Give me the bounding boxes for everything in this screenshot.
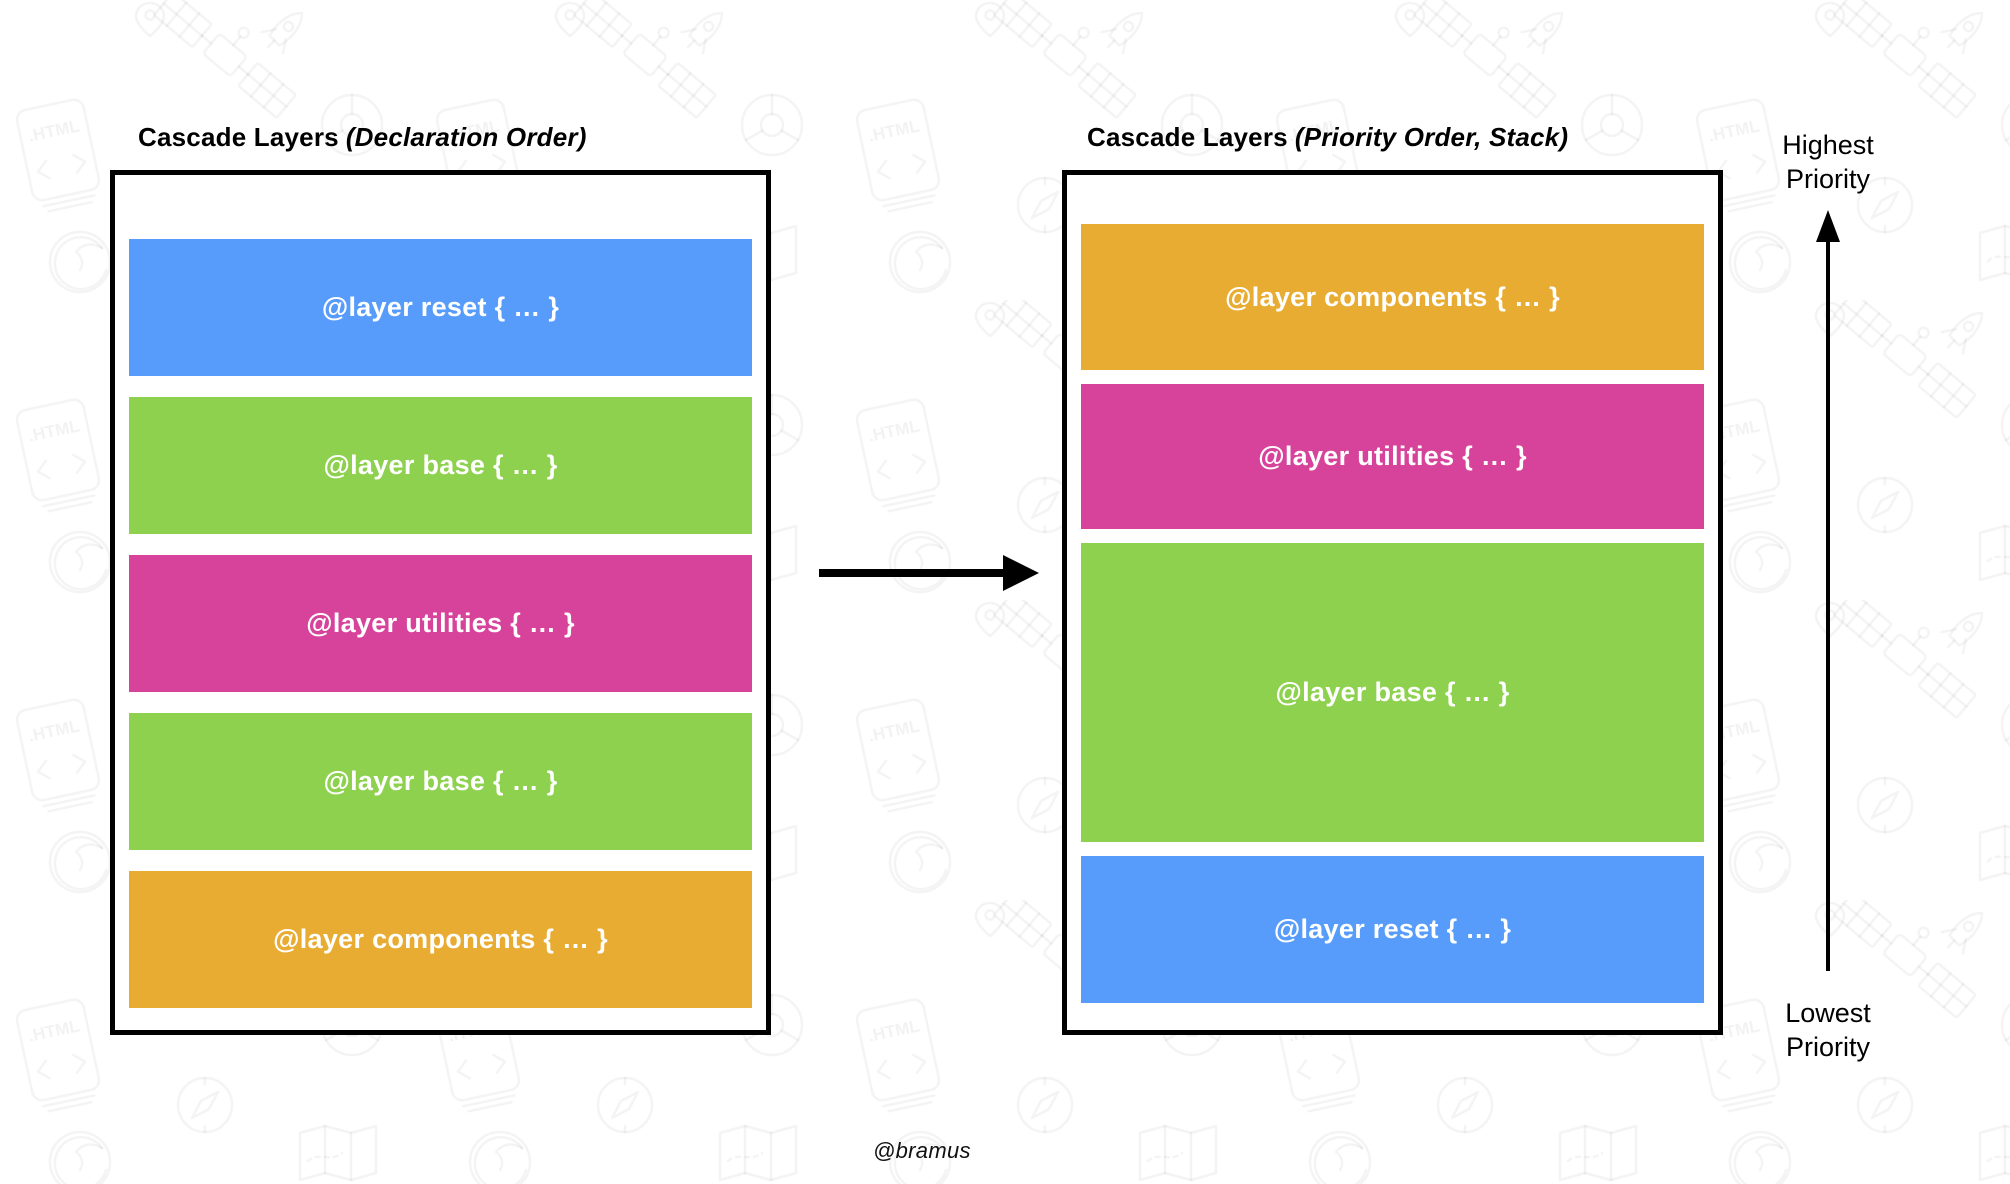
highest-priority-label: Highest Priority [1782, 130, 1874, 194]
layer-bar-reset: @layer reset { … } [129, 239, 752, 376]
layer-bar-components: @layer components { … } [1081, 224, 1704, 370]
layer-bar-base: @layer base { … } [129, 397, 752, 534]
layer-bar-label: @layer utilities { … } [1258, 441, 1527, 471]
layer-bar-label: @layer components { … } [1225, 281, 1560, 312]
layer-bar-utilities: @layer utilities { … } [1081, 384, 1704, 529]
layer-bar-label: @layer reset { … } [321, 292, 560, 322]
flow-arrow-icon [819, 555, 1039, 591]
right-panel-title-main: Cascade Layers [1087, 122, 1288, 152]
right-panel-title: Cascade Layers(Priority Order, Stack) [1087, 122, 1568, 153]
layer-bar-components: @layer components { … } [129, 871, 752, 1008]
layer-bar-label: @layer reset { … } [1273, 914, 1512, 944]
layer-bar-utilities: @layer utilities { … } [129, 555, 752, 692]
layer-bar-reset: @layer reset { … } [1081, 856, 1704, 1003]
layer-bar-label: @layer components { … } [273, 924, 608, 954]
layer-bar-base: @layer base { … } [1081, 543, 1704, 842]
declaration-order-panel: @layer reset { … } @layer base { … } @la… [110, 170, 771, 1035]
left-panel-title: Cascade Layers(Declaration Order) [138, 122, 587, 153]
layer-bar-base-2: @layer base { … } [129, 713, 752, 850]
layer-bar-label: @layer base { … } [323, 450, 558, 480]
layer-bar-label: @layer base { … } [1275, 677, 1510, 707]
left-panel-title-main: Cascade Layers [138, 122, 339, 152]
right-panel-title-note: (Priority Order, Stack) [1294, 122, 1569, 152]
credit-handle: @bramus [873, 1138, 971, 1163]
priority-axis-arrow-icon [1816, 210, 1840, 971]
layer-bar-label: @layer base { … } [323, 766, 558, 796]
layer-bar-label: @layer utilities { … } [306, 608, 575, 638]
lowest-priority-label: Lowest Priority [1785, 998, 1871, 1062]
left-panel-title-note: (Declaration Order) [345, 122, 587, 152]
priority-order-panel: @layer components { … } @layer utilities… [1062, 170, 1723, 1035]
